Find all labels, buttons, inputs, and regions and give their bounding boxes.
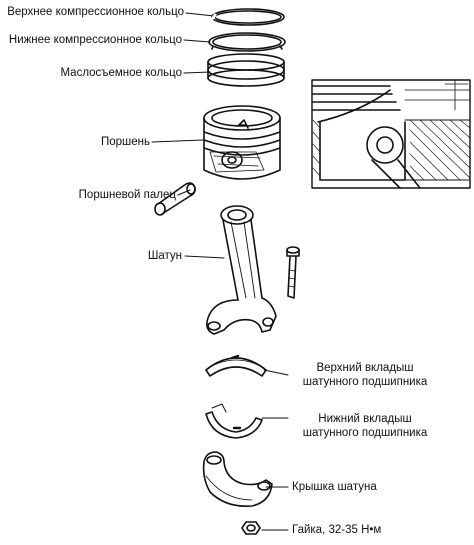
nut	[241, 521, 261, 535]
rod-cap	[202, 451, 273, 508]
label-upper-bearing-line1: Верхний вкладыш	[316, 362, 414, 374]
rod-bolt	[286, 246, 300, 299]
label-piston: Поршень	[100, 136, 150, 148]
label-piston-pin: Поршневой палец	[78, 189, 176, 201]
piston	[203, 105, 281, 180]
upper-bearing-shell	[205, 354, 267, 377]
connecting-rod	[206, 205, 277, 335]
piston-pin	[154, 182, 196, 216]
piston-cross-section	[311, 79, 471, 189]
label-top-compression-ring: Верхнее компрессионное кольцо	[7, 6, 184, 18]
leader-lines	[151, 12, 289, 531]
label-upper-bearing-line2: шатунного подшипника	[302, 376, 428, 388]
label-oil-scraper-ring: Маслосъемное кольцо	[60, 67, 182, 79]
oil-scraper-ring	[207, 53, 285, 87]
label-lower-bearing-line2: шатунного подшипника	[302, 427, 428, 439]
label-lower-bearing-line1: Нижний вкладыш	[318, 413, 412, 425]
lower-bearing-shell	[205, 403, 263, 439]
label-nut: Гайка, 32-35 Н•м	[292, 524, 382, 536]
label-bottom-compression-ring: Нижнее компрессионное кольцо	[8, 34, 182, 46]
label-connecting-rod: Шатун	[147, 250, 182, 262]
top-compression-ring	[211, 8, 285, 26]
label-rod-cap: Крышка шатуна	[292, 481, 377, 493]
bottom-compression-ring	[208, 32, 286, 52]
